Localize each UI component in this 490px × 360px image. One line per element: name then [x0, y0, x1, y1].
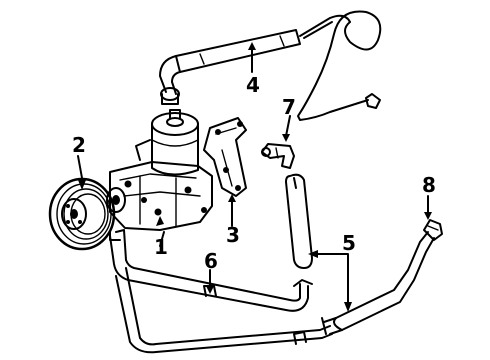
hose-fitting	[261, 143, 295, 169]
callout-pulley: 2	[72, 133, 86, 157]
hose-connector	[423, 219, 443, 241]
callout-fitting: 7	[282, 95, 296, 119]
pump-bracket	[203, 117, 247, 197]
return-hose	[285, 173, 435, 335]
callout-bracket: 3	[226, 223, 240, 247]
leader-lines	[77, 42, 432, 312]
cooler-line	[109, 229, 333, 354]
callout-return-hose: 5	[342, 231, 356, 255]
pressure-hose	[159, 10, 382, 121]
callout-cooler-line: 6	[204, 249, 218, 273]
callout-pump: 1	[154, 235, 168, 259]
callout-connector: 8	[422, 173, 436, 197]
steering-pump	[106, 109, 213, 231]
callout-pressure-hose: 4	[246, 73, 260, 97]
